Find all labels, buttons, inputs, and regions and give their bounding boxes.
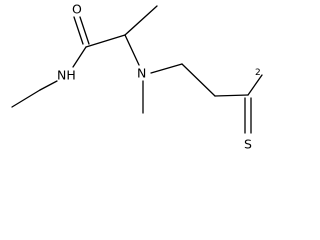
atom-thioamide-subscript: 2	[255, 68, 261, 78]
atom-tertiary-amine-n: N	[137, 66, 146, 81]
atom-amide-nh: NH	[57, 68, 76, 83]
bond-nh-carbonyl-carbon	[72, 46, 87, 68]
bond-thio-carbon-nh2	[247, 74, 263, 96]
bond-ch2-thio-carbon	[214, 94, 249, 97]
atom-carbonyl-oxygen: O	[72, 2, 82, 17]
bond-carbonyl-alpha-carbon	[85, 34, 126, 48]
bond-ethyl-ch2-nh	[39, 80, 58, 91]
bond-alpha-methyl	[124, 5, 158, 36]
atom-thiocarbonyl-sulfur: S	[244, 137, 252, 152]
bond-ch2-ch2	[181, 63, 216, 97]
bond-ethyl-ch3-ch2	[11, 89, 41, 108]
bond-n-ch2-a	[150, 63, 183, 74]
atom-thioamide-nh2: 2	[255, 68, 261, 78]
bond-carbonyl-double-b	[79, 16, 90, 45]
bond-alpha-amine-n	[124, 34, 140, 66]
bond-carbonyl-double-a	[73, 16, 84, 45]
chemical-structure-diagram: O NH N 2 S	[11, 2, 263, 152]
